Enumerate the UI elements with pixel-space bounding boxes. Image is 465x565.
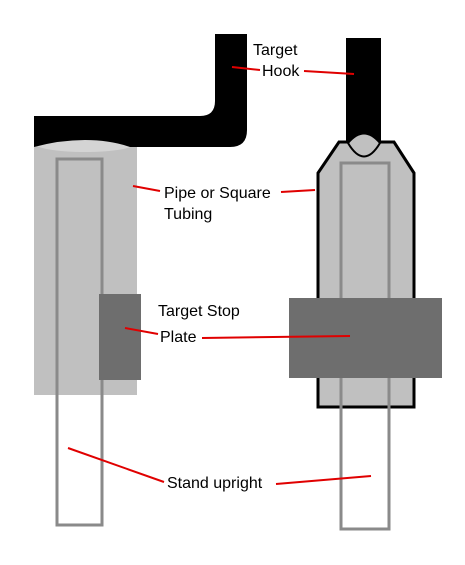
leader-upright-right — [275, 475, 372, 485]
label-stop-line2: Plate — [160, 329, 197, 346]
leader-plate-right — [201, 335, 351, 339]
leader-pipe-right — [280, 189, 316, 193]
leader-lines — [67, 66, 372, 485]
leader-hook-left — [231, 66, 261, 71]
label-upright: Stand upright — [167, 475, 263, 492]
label-pipe-line2: Tubing — [164, 206, 212, 223]
labels: Target Hook Pipe or Square Tubing Target… — [158, 42, 300, 492]
leader-plate-left — [124, 327, 159, 335]
label-pipe-line1: Pipe or Square — [164, 185, 271, 202]
leader-upright-left — [67, 447, 165, 483]
left-stop-plate — [99, 294, 141, 380]
leader-hook-right — [303, 70, 355, 75]
label-stop-line1: Target Stop — [158, 303, 240, 320]
left-target-hook — [34, 34, 247, 147]
right-hook-tip — [346, 132, 382, 158]
label-target-hook-line2: Hook — [262, 63, 300, 80]
right-assembly — [289, 38, 442, 531]
left-assembly — [34, 34, 247, 527]
right-target-hook — [346, 38, 381, 142]
leader-pipe-left — [132, 185, 161, 192]
label-target-hook-line1: Target — [253, 42, 298, 59]
right-stop-plate — [289, 298, 442, 378]
